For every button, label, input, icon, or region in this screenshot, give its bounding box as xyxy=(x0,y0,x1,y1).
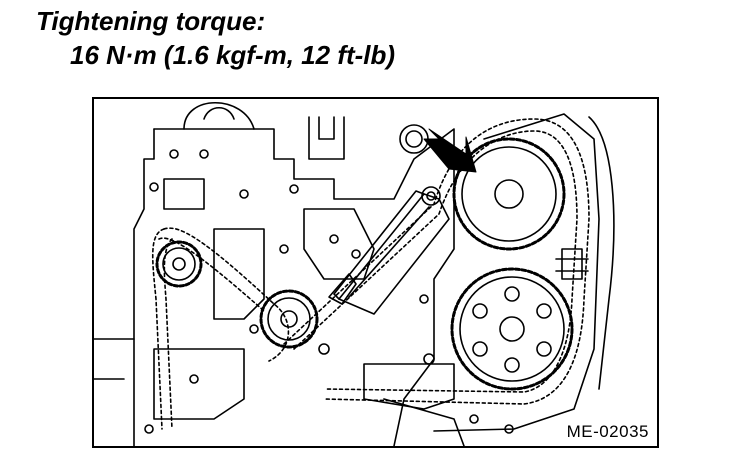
torque-caption: Tightening torque: 16 N·m (1.6 kgf-m, 12… xyxy=(36,4,395,72)
camshaft-sprocket xyxy=(452,137,566,251)
left-sprocket xyxy=(155,240,203,288)
crankshaft-sprocket xyxy=(259,289,319,349)
arrow-icon xyxy=(423,128,477,173)
timing-chain xyxy=(151,118,590,430)
tensioner-bolt xyxy=(421,186,441,206)
figure-id: ME-02035 xyxy=(566,422,649,441)
caption-title: Tightening torque: xyxy=(36,6,266,36)
idler-gear xyxy=(450,267,574,391)
right-bracket xyxy=(555,248,589,280)
torque-value: 16 N·m (1.6 kgf-m, 12 ft-lb) xyxy=(70,40,396,70)
engine-block-outline xyxy=(94,101,615,446)
chain-guide xyxy=(328,190,450,315)
diagram-drawing xyxy=(94,101,615,446)
timing-chain-diagram: ME-02035 xyxy=(92,97,659,448)
